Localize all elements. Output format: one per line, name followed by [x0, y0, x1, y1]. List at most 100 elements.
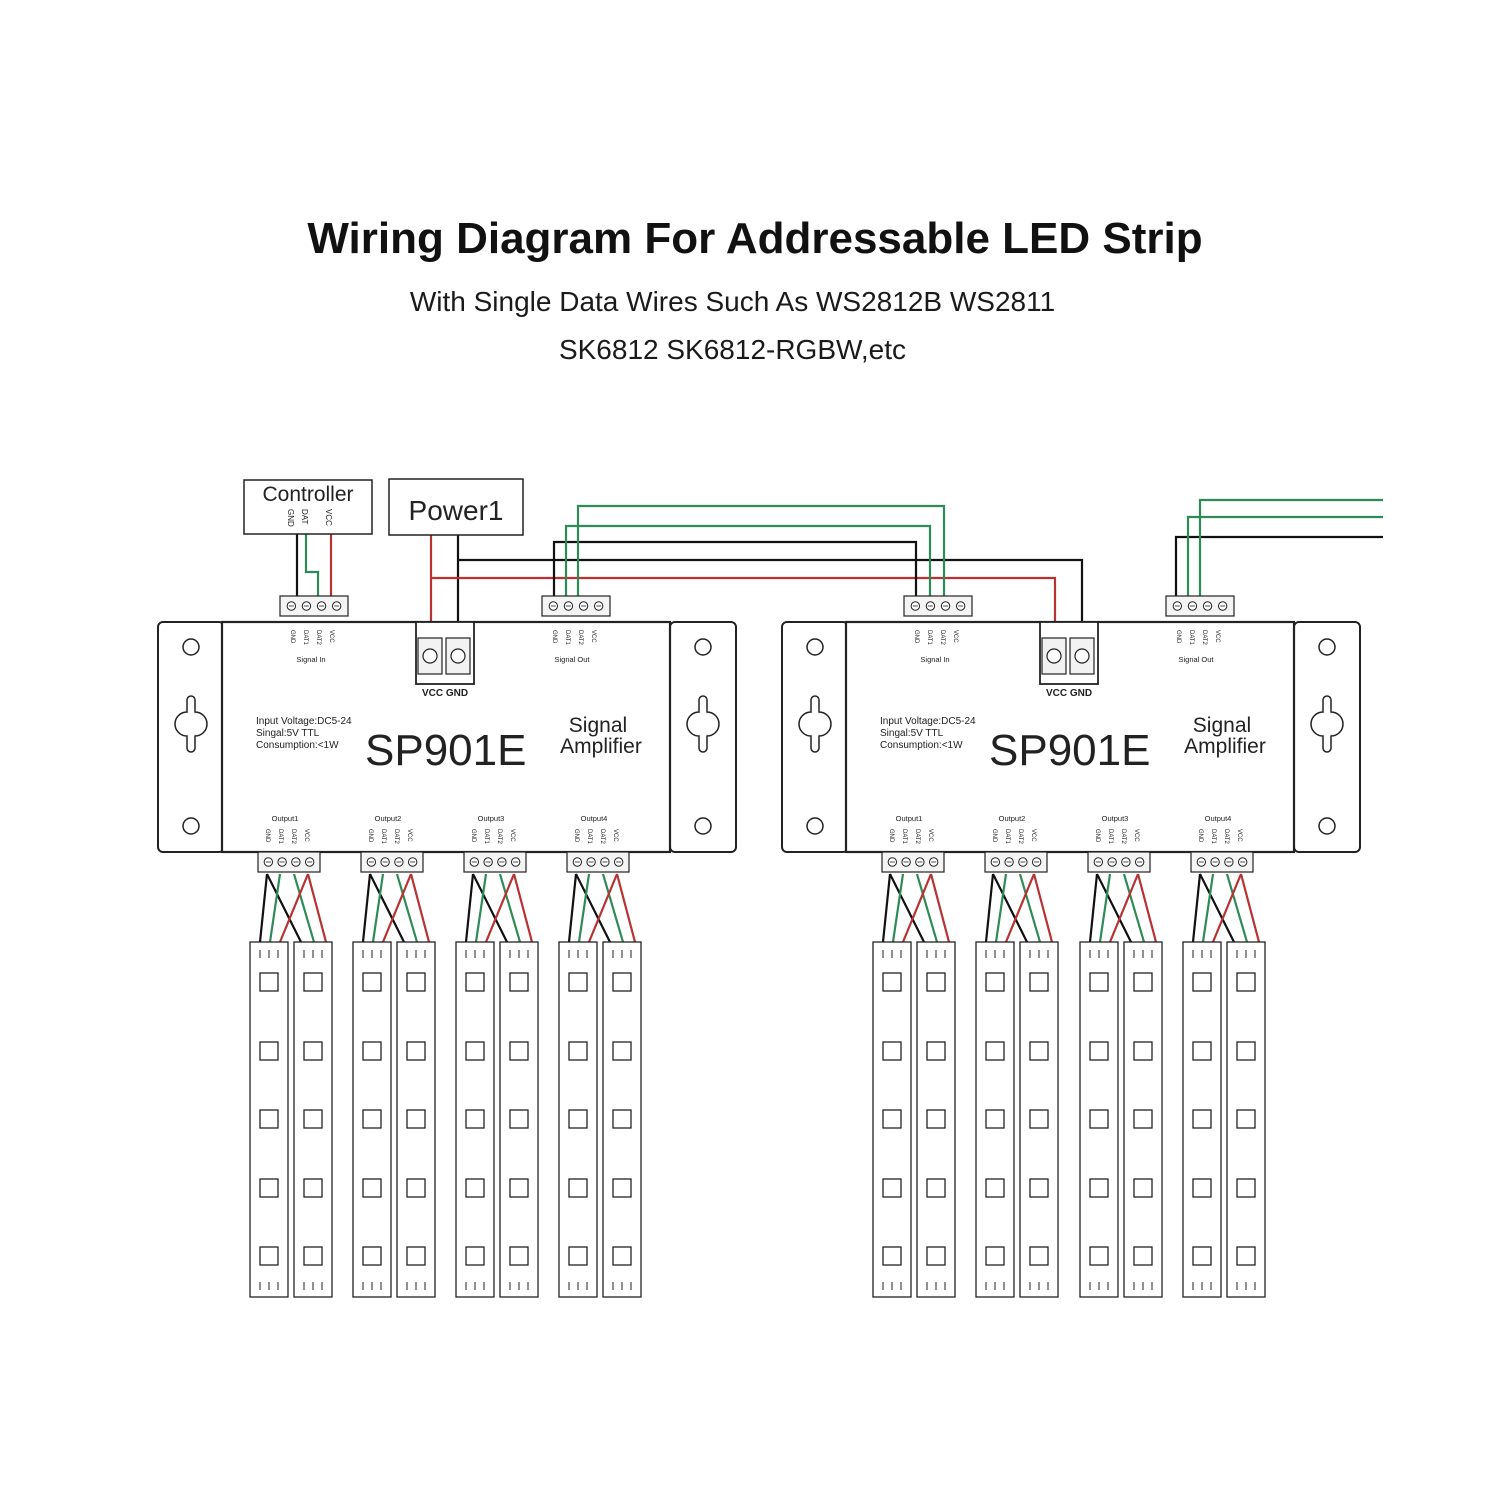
led-chip-icon: [1089, 1178, 1109, 1198]
controller-box: [243, 479, 373, 535]
led-chip-icon: [509, 1109, 529, 1129]
signal-out-pin-label: DAT2: [1201, 630, 1207, 646]
output-terminal-2: [984, 851, 1048, 873]
wire-strip-vcc-b: [409, 873, 431, 943]
led-chip-icon: [1133, 1178, 1153, 1198]
output-pin-label: DAT2: [1223, 829, 1229, 845]
wire-strip-vcc-b: [1032, 873, 1054, 943]
output-pin-label: VCC: [1133, 829, 1139, 842]
led-chip-icon: [882, 1246, 902, 1266]
output-terminal-1: [257, 851, 321, 873]
wire-strip-gnd-b: [575, 873, 611, 943]
output-pin-label: GND: [888, 829, 894, 843]
signal-out-pin-label: GND: [551, 630, 557, 644]
spec-input-voltage: Input Voltage:DC5-24: [256, 716, 352, 727]
subtitle-line-2: SK6812 SK6812-RGBW,etc: [558, 334, 907, 365]
wire-vcc-bus: [431, 576, 1057, 628]
led-chip-icon: [1133, 1109, 1153, 1129]
led-chip-icon: [926, 1178, 946, 1198]
amplifier-label: Amplifier: [560, 735, 642, 758]
terminal-block: [279, 595, 349, 617]
controller-pin-gnd: GND: [286, 509, 295, 527]
output-terminal-3: [463, 851, 527, 873]
wire-strip-gnd-b: [369, 873, 405, 943]
led-chip-icon: [465, 1041, 485, 1061]
led-chip-icon: [882, 1041, 902, 1061]
wire-strip-vcc-b: [306, 873, 328, 943]
led-chip-icon: [259, 972, 279, 992]
signal-label: Signal: [1193, 714, 1251, 737]
terminal-block: [1190, 851, 1254, 873]
led-chip-icon: [1192, 1246, 1212, 1266]
led-chip-icon: [985, 1246, 1005, 1266]
output-pin-label: DAT2: [914, 829, 920, 845]
signal-out-pin-label: VCC: [590, 630, 596, 643]
output-pin-label: DAT1: [1004, 829, 1010, 845]
led-strip: [1019, 941, 1059, 1298]
mount-hole-icon: [182, 817, 200, 835]
wire-strip-dat-b: [292, 873, 316, 943]
wire-strip-vcc-b: [512, 873, 534, 943]
led-strip: [1182, 941, 1222, 1298]
signal-out-terminal: [1165, 595, 1235, 617]
led-chip-icon: [612, 1041, 632, 1061]
controller-pin-vcc: VCC: [324, 509, 333, 526]
signal-out-pin-label: DAT1: [1188, 630, 1194, 646]
wire-strip-vcc-a: [278, 873, 310, 943]
terminal-block: [881, 851, 945, 873]
output-label-4: Output4: [1205, 814, 1232, 823]
led-chip-icon: [1192, 1178, 1212, 1198]
mount-hole-icon: [806, 817, 824, 835]
wire-strip-gnd-a: [464, 873, 475, 943]
led-strip: [396, 941, 436, 1298]
wire-strip-vcc-a: [484, 873, 516, 943]
power-screw-icon: [422, 648, 438, 664]
output-pin-label: DAT2: [1017, 829, 1023, 845]
wire-out-dat2: [1198, 498, 1383, 602]
signal-in-pin-label: DAT2: [939, 630, 945, 646]
wire-strip-gnd-a: [258, 873, 269, 943]
output-pin-label: DAT2: [393, 829, 399, 845]
led-chip-icon: [1089, 972, 1109, 992]
model-label: SP901E: [989, 726, 1150, 775]
output-pin-label: DAT1: [1210, 829, 1216, 845]
output-pin-label: GND: [470, 829, 476, 843]
led-strip: [293, 941, 333, 1298]
output-label-2: Output2: [375, 814, 402, 823]
led-chip-icon: [406, 1109, 426, 1129]
wire-strip-dat-b: [1018, 873, 1042, 943]
output-terminal-4: [566, 851, 630, 873]
led-chip-icon: [362, 1041, 382, 1061]
led-chip-icon: [362, 1246, 382, 1266]
signal-in-pin-label: VCC: [328, 630, 334, 643]
terminal-block: [984, 851, 1048, 873]
wire-out-gnd: [1174, 535, 1383, 602]
output-pin-label: DAT2: [496, 829, 502, 845]
terminal-block: [360, 851, 424, 873]
signal-in-pin-label: DAT2: [315, 630, 321, 646]
led-chip-icon: [465, 1109, 485, 1129]
led-chip-icon: [509, 1041, 529, 1061]
wire-strip-vcc-a: [587, 873, 619, 943]
led-chip-icon: [509, 1246, 529, 1266]
led-chip-icon: [1236, 1246, 1256, 1266]
power-label: Power1: [409, 495, 504, 526]
wire-strip-vcc-a: [1004, 873, 1036, 943]
wire-strip-vcc-b: [615, 873, 637, 943]
led-chip-icon: [303, 1041, 323, 1061]
wire-strip-gnd-b: [992, 873, 1028, 943]
led-chip-icon: [1192, 972, 1212, 992]
led-strip: [352, 941, 392, 1298]
keyhole-slot-icon: [174, 695, 208, 753]
signal-in-label: Signal In: [296, 655, 325, 664]
led-chip-icon: [406, 972, 426, 992]
led-chip-icon: [985, 1041, 1005, 1061]
keyhole-slot-icon: [686, 695, 720, 753]
led-chip-icon: [362, 1178, 382, 1198]
led-chip-icon: [1029, 1109, 1049, 1129]
signal-out-pin-label: VCC: [1214, 630, 1220, 643]
led-chip-icon: [926, 1041, 946, 1061]
output-pin-label: DAT1: [901, 829, 907, 845]
